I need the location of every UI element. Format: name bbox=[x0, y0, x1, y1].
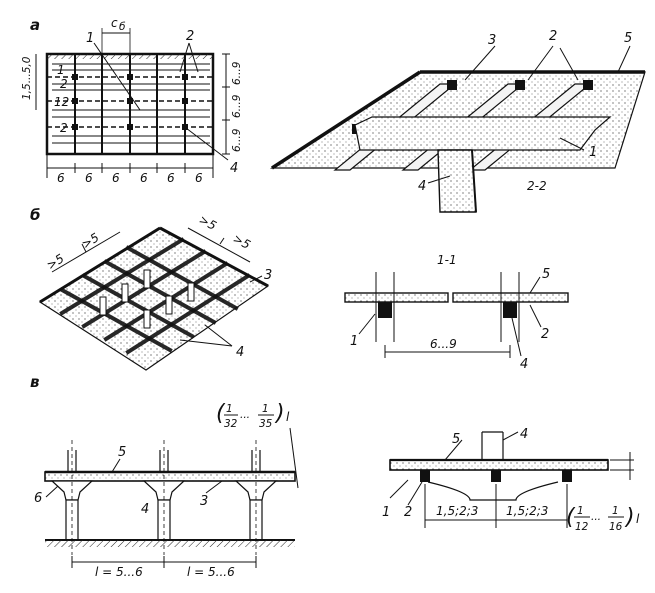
plan-row-label: 2 bbox=[60, 121, 68, 135]
iso-dimension: >5 bbox=[197, 212, 219, 233]
sec-callout-2: 2 bbox=[541, 327, 549, 342]
detail-callout-4: 4 bbox=[520, 427, 528, 442]
section-label-v: в bbox=[30, 373, 40, 391]
plan-row-label: 1 bbox=[57, 63, 65, 77]
detail-callout-1: 1 bbox=[382, 505, 390, 520]
detail-callout-5: 5 bbox=[452, 432, 460, 447]
iso-callout-4: 4 bbox=[418, 179, 426, 194]
plan-row-label: 12 bbox=[54, 95, 69, 109]
detail-ratio-den2: 16 bbox=[609, 521, 623, 533]
section-label-b: б bbox=[30, 206, 40, 224]
elev-ratio-num1: 1 bbox=[226, 403, 233, 415]
bottom-dimension: 6 bbox=[195, 171, 203, 185]
bottom-dimension: 6 bbox=[140, 171, 148, 185]
right-dimension: 6...9 bbox=[231, 128, 243, 152]
sec-callout-5: 5 bbox=[542, 267, 550, 282]
section-span: 6...9 bbox=[430, 337, 457, 351]
svg-text:(: ( bbox=[566, 505, 576, 530]
plan-row-label: 2 bbox=[60, 77, 68, 91]
plan-callout-1: 1 bbox=[86, 31, 94, 46]
iso-callout-4: 4 bbox=[236, 345, 244, 360]
iso-ribbed-floor: 3 2 5 1 4 2-2 bbox=[269, 29, 646, 213]
section-b: б bbox=[30, 206, 569, 372]
ribbed-detail-section: 1,5;2;3 1,5;2;3 ( 1 12 ... 1 16 ) l 5 4 … bbox=[382, 427, 640, 533]
left-dimension: 1,5...5,0 bbox=[21, 56, 33, 100]
elev-ratio-num2: 1 bbox=[262, 403, 269, 415]
detail-ratio-dots: ... bbox=[591, 511, 601, 523]
iso-dimension: >5 bbox=[44, 251, 66, 272]
plan-callout-2: 2 bbox=[186, 29, 194, 44]
section-title: 1-1 bbox=[437, 253, 457, 267]
right-dimension: 6...9 bbox=[231, 61, 243, 85]
elev-callout-4: 4 bbox=[141, 502, 149, 517]
elev-callout-6: 6 bbox=[34, 491, 42, 506]
detail-span: 1,5;2;3 bbox=[436, 504, 478, 518]
spacing-subscript: б bbox=[119, 21, 126, 33]
bottom-dimension: 6 bbox=[112, 171, 120, 185]
iso-section-label: 2-2 bbox=[527, 179, 547, 193]
iso-callout-5: 5 bbox=[624, 31, 632, 46]
sec-callout-1: 1 bbox=[350, 334, 358, 349]
elev-ratio-dots: ... bbox=[240, 409, 250, 421]
detail-callout-2: 2 bbox=[404, 505, 412, 520]
plan-callout-4: 4 bbox=[230, 161, 238, 176]
svg-text:): ) bbox=[624, 505, 635, 530]
iso-dimension: >5 bbox=[79, 230, 101, 251]
elev-callout-5: 5 bbox=[118, 445, 126, 460]
iso-callout-3: 3 bbox=[264, 268, 272, 283]
elev-ratio-l: l bbox=[286, 410, 290, 424]
detail-ratio-num2: 1 bbox=[612, 505, 619, 517]
spacing-label: c bbox=[111, 16, 118, 30]
svg-text:): ) bbox=[274, 401, 285, 426]
detail-span: 1,5;2;3 bbox=[506, 504, 548, 518]
plan-a: 1 2 4 1 2 12 2 c б 1,5...5,0 bbox=[21, 16, 243, 185]
svg-text:(: ( bbox=[216, 401, 226, 426]
iso-callout-1: 1 bbox=[589, 145, 597, 160]
section-label-a: а bbox=[30, 16, 40, 34]
iso-coffered-slab: >5 >5 >5 >5 3 4 bbox=[38, 212, 272, 371]
iso-callout-2: 2 bbox=[549, 29, 557, 44]
detail-ratio-l: l bbox=[636, 512, 640, 526]
sec-callout-4: 4 bbox=[520, 357, 528, 372]
elev-ratio-den2: 35 bbox=[259, 418, 273, 430]
detail-ratio-den1: 12 bbox=[575, 521, 589, 533]
elev-ratio-den1: 32 bbox=[224, 418, 238, 430]
elev-span: l = 5...6 bbox=[187, 565, 235, 579]
bottom-dimension: 6 bbox=[167, 171, 175, 185]
section-1-1: 1-1 6...9 5 2 1 4 bbox=[344, 253, 569, 372]
elev-callout-3: 3 bbox=[200, 494, 208, 509]
iso-callout-3: 3 bbox=[488, 33, 496, 48]
bottom-dimension: 6 bbox=[85, 171, 93, 185]
elev-span: l = 5...6 bbox=[95, 565, 143, 579]
flat-slab-elevation: l = 5...6 l = 5...6 ( 1 32 ... 1 35 ) l … bbox=[34, 401, 299, 579]
right-dimension: 6...9 bbox=[231, 94, 243, 118]
detail-ratio-num1: 1 bbox=[577, 505, 584, 517]
iso-dimension: >5 bbox=[231, 231, 253, 252]
section-a: а bbox=[21, 16, 646, 213]
bottom-dimension: 6 bbox=[57, 171, 65, 185]
section-v: в bbox=[30, 373, 640, 579]
